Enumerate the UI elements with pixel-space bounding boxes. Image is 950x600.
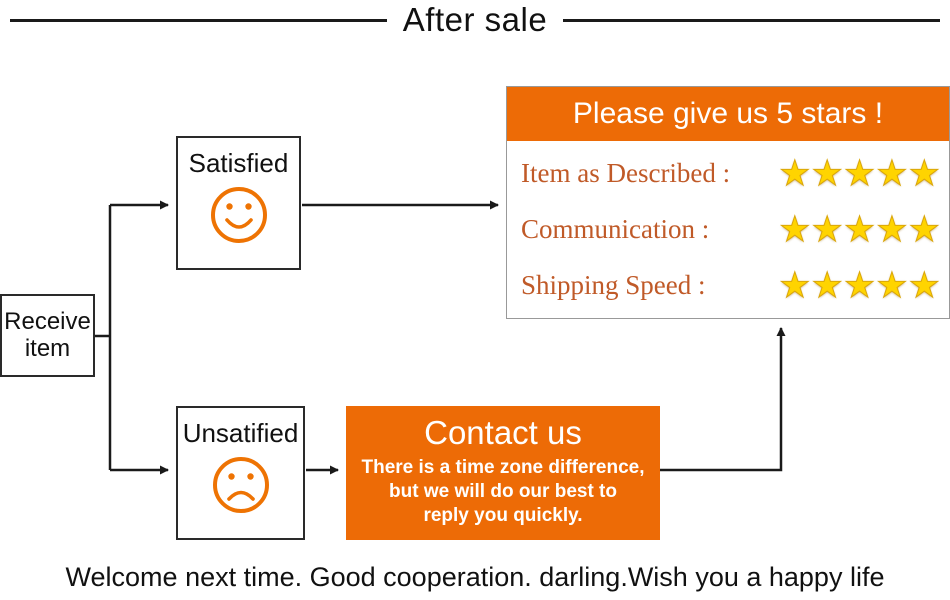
rating-panel-header: Please give us 5 stars ! — [507, 87, 949, 141]
receive-item-node: Receive item — [0, 294, 95, 377]
satisfied-label: Satisfied — [188, 148, 289, 178]
satisfied-node: Satisfied — [176, 136, 301, 270]
unsatisfied-label: Unsatified — [182, 418, 299, 448]
rating-row-item-as-described: Item as Described : ★★★★★ — [521, 153, 941, 193]
contact-us-line: but we will do our best to — [389, 480, 617, 502]
contact-us-title: Contact us — [424, 414, 582, 451]
title-line-left — [10, 18, 387, 22]
sad-face-icon — [212, 457, 269, 513]
title-line-right — [563, 18, 940, 22]
five-stars-icon: ★★★★★ — [779, 266, 941, 306]
footer-message: Welcome next time. Good cooperation. dar… — [65, 562, 885, 592]
rating-row-label: Communication : — [521, 213, 710, 244]
unsatisfied-node: Unsatified — [176, 406, 305, 540]
contact-us-line: There is a time zone difference, — [361, 457, 645, 478]
contact-us-line: reply you quickly. — [423, 504, 583, 526]
rating-row-communication: Communication : ★★★★★ — [521, 209, 941, 249]
rating-panel: Please give us 5 stars ! Item as Describ… — [506, 86, 950, 319]
contact-us-node: Contact us There is a time zone differen… — [346, 406, 660, 540]
five-stars-icon: ★★★★★ — [779, 209, 941, 249]
rating-row-shipping-speed: Shipping Speed : ★★★★★ — [521, 266, 941, 306]
connector-contact-to-stars — [660, 327, 786, 472]
title-row: After sale — [0, 0, 950, 40]
five-stars-icon: ★★★★★ — [779, 153, 941, 193]
receive-item-label: Receive item — [4, 307, 91, 362]
rating-row-label: Shipping Speed : — [521, 270, 706, 301]
rating-row-label: Item as Described : — [521, 157, 731, 188]
page-title: After sale — [402, 1, 548, 38]
smiley-face-icon — [210, 187, 267, 243]
rating-panel-body: Item as Described : ★★★★★ Communication … — [507, 141, 949, 318]
